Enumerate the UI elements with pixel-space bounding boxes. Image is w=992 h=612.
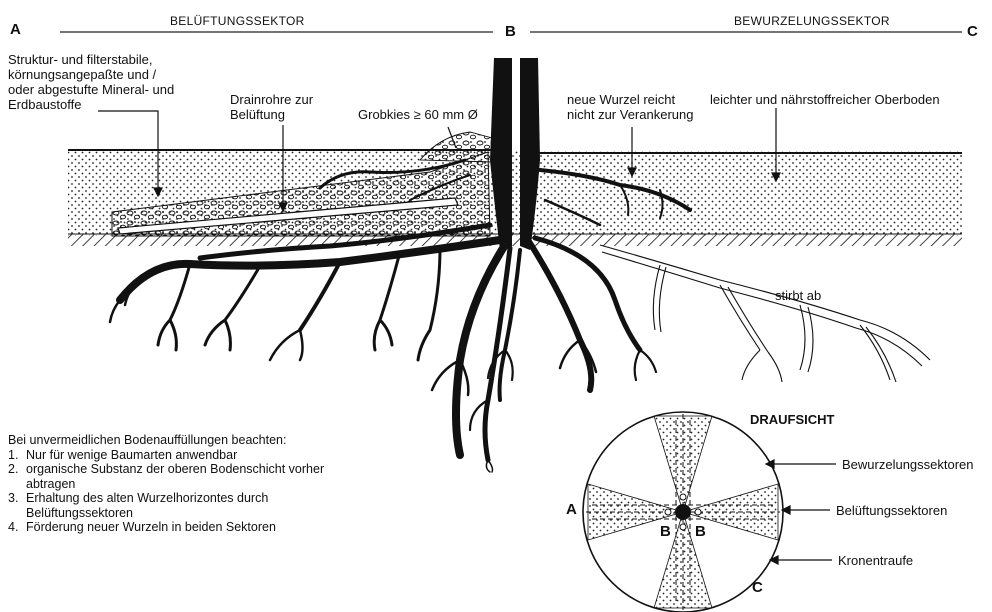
plan-view-title: DRAUFSICHT — [750, 412, 835, 427]
label-a: A — [10, 22, 21, 37]
label-c: C — [967, 24, 978, 39]
annotation-neue-wurzel: neue Wurzel reicht nicht zur Verankerung — [567, 92, 693, 122]
legend-belueftungssektoren: Belüftungssektoren — [836, 503, 947, 518]
note-item: 1.Nur für wenige Baumarten anwendbar — [8, 448, 324, 463]
label-belueftungssektor: BELÜFTUNGSSEKTOR — [170, 14, 305, 29]
notes-list: 1.Nur für wenige Baumarten anwendbar 2.o… — [8, 448, 324, 535]
plan-label-b-right: B — [695, 524, 706, 539]
note-item: 2.organische Substanz der oberen Bodensc… — [8, 462, 324, 491]
annotation-stirbt-ab: stirbt ab — [775, 288, 821, 303]
note-item: 3.Erhaltung des alten Wurzelhorizontes d… — [8, 491, 324, 520]
plan-label-a: A — [566, 502, 577, 517]
annotation-material: Struktur- und filterstabile, körnungsang… — [8, 52, 174, 112]
dying-roots — [600, 245, 930, 382]
annotation-grobkies: Grobkies ≥ 60 mm Ø — [358, 107, 478, 122]
annotation-oberboden: leichter und nährstoffreicher Oberboden — [710, 92, 940, 107]
plan-view — [583, 412, 836, 612]
plan-label-b-left: B — [660, 524, 671, 539]
notes-block: Bei unvermeidlichen Bodenauffüllungen be… — [8, 433, 324, 535]
legend-bewurzelungssektoren: Bewurzelungssektoren — [842, 457, 974, 472]
annotation-drain: Drainrohre zur Belüftung — [230, 92, 313, 122]
note-item: 4.Förderung neuer Wurzeln in beiden Sekt… — [8, 520, 324, 535]
plan-label-c: C — [752, 580, 763, 595]
notes-heading: Bei unvermeidlichen Bodenauffüllungen be… — [8, 433, 324, 448]
legend-kronentraufe: Kronentraufe — [838, 553, 913, 568]
soil-layers — [68, 132, 962, 246]
label-bewurzelungssektor: BEWURZELUNGSSEKTOR — [734, 14, 890, 29]
label-b: B — [505, 24, 516, 39]
